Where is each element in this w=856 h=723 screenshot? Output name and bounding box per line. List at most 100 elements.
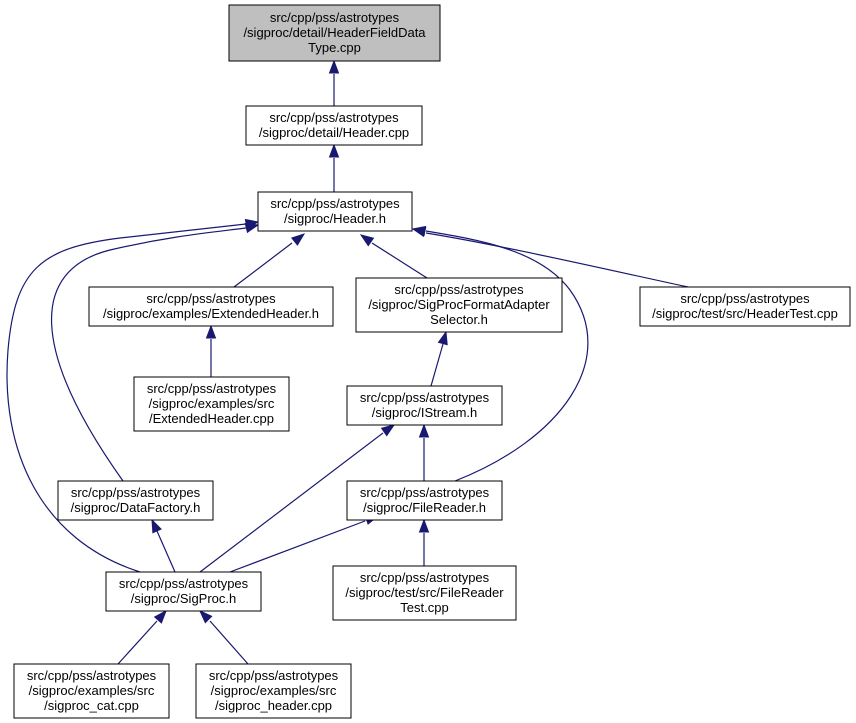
node-cat[interactable]: src/cpp/pss/astrotypes/sigproc/examples/… xyxy=(13,663,170,719)
edge-extcpp-to-exth xyxy=(205,324,217,377)
node-label-line: /sigproc_cat.cpp xyxy=(44,698,139,713)
node-box xyxy=(133,376,290,432)
node-label-line: /sigproc/detail/HeaderFieldData xyxy=(243,25,426,40)
arrowhead-icon xyxy=(153,609,167,624)
arrowhead-icon xyxy=(151,518,162,534)
node-label-line: src/cpp/pss/astrotypes xyxy=(394,282,524,297)
node-label-line: /sigproc/IStream.h xyxy=(372,405,478,420)
edge-istream-to-spfas xyxy=(430,330,448,387)
node-box xyxy=(57,480,214,521)
node-label-line: Type.cpp xyxy=(308,40,361,55)
node-label-line: src/cpp/pss/astrotypes xyxy=(269,110,399,125)
edge-layer xyxy=(6,59,689,665)
edge-hdrh-to-hdrcpp xyxy=(328,143,340,192)
arrowhead-icon xyxy=(380,424,396,437)
edge-line xyxy=(117,620,158,665)
edge-line xyxy=(199,432,384,573)
node-box xyxy=(346,480,503,521)
edge-sigproc-to-dataf xyxy=(151,518,176,573)
node-label-line: src/cpp/pss/astrotypes xyxy=(209,668,339,683)
node-box xyxy=(332,565,517,621)
edge-spfas-to-hdrh xyxy=(359,234,428,279)
node-box xyxy=(195,663,352,719)
arrowhead-icon xyxy=(290,233,306,246)
edge-freader-to-istream xyxy=(418,423,430,481)
node-label-line: src/cpp/pss/astrotypes xyxy=(146,291,276,306)
arrowhead-icon xyxy=(198,609,213,624)
node-spfas[interactable]: src/cpp/pss/astrotypes/sigproc/SigProcFo… xyxy=(355,277,563,333)
edge-frtest-to-freader xyxy=(418,518,430,566)
node-hdrh[interactable]: src/cpp/pss/astrotypes/sigproc/Header.h xyxy=(257,191,413,232)
edge-line xyxy=(51,227,247,482)
node-label-line: src/cpp/pss/astrotypes xyxy=(360,390,490,405)
arrowhead-icon xyxy=(205,324,217,339)
node-label-line: /sigproc/test/src/FileReader xyxy=(345,585,504,600)
edge-freader-to-hdrh xyxy=(411,225,589,482)
node-label-line: src/cpp/pss/astrotypes xyxy=(270,10,400,25)
edge-line xyxy=(156,530,176,573)
node-label-line: /sigproc/Header.h xyxy=(284,211,386,226)
node-label-line: /ExtendedHeader.cpp xyxy=(149,411,274,426)
node-label-line: /sigproc/DataFactory.h xyxy=(71,500,201,515)
arrowhead-icon xyxy=(328,143,340,158)
edge-line xyxy=(371,242,428,279)
node-label-line: /sigproc/SigProc.h xyxy=(131,591,237,606)
node-extcpp[interactable]: src/cpp/pss/astrotypes/sigproc/examples/… xyxy=(133,376,290,432)
edge-line xyxy=(425,230,589,482)
arrowhead-icon xyxy=(418,518,430,533)
node-label-line: src/cpp/pss/astrotypes xyxy=(360,570,490,585)
node-label-line: /sigproc/examples/ExtendedHeader.h xyxy=(103,306,319,321)
node-label-line: src/cpp/pss/astrotypes xyxy=(147,381,277,396)
arrowhead-icon xyxy=(411,225,427,237)
node-label-line: /sigproc/detail/Header.cpp xyxy=(259,125,409,140)
node-box xyxy=(355,277,563,333)
edge-sigproc-to-hdrh xyxy=(6,218,260,573)
node-box xyxy=(346,385,503,426)
node-label-line: src/cpp/pss/astrotypes xyxy=(680,291,810,306)
edge-line xyxy=(425,232,689,288)
node-label-line: src/cpp/pss/astrotypes xyxy=(270,196,400,211)
arrowhead-icon xyxy=(418,423,430,438)
arrowhead-icon xyxy=(244,218,260,230)
edge-hdrcpp-to-hfdt xyxy=(328,59,340,106)
node-label-line: src/cpp/pss/astrotypes xyxy=(71,485,201,500)
node-box xyxy=(228,4,441,62)
node-hdrtest[interactable]: src/cpp/pss/astrotypes/sigproc/test/src/… xyxy=(639,286,851,327)
node-hfdt: src/cpp/pss/astrotypes/sigproc/detail/He… xyxy=(228,4,441,62)
node-box xyxy=(257,191,413,232)
node-sigproc[interactable]: src/cpp/pss/astrotypes/sigproc/SigProc.h xyxy=(105,571,262,612)
node-istream[interactable]: src/cpp/pss/astrotypes/sigproc/IStream.h xyxy=(346,385,503,426)
edge-hdrcpp2-to-sigproc xyxy=(198,609,249,665)
edge-cat-to-sigproc xyxy=(117,609,167,665)
edge-line xyxy=(233,242,293,288)
node-hdrcpp2[interactable]: src/cpp/pss/astrotypes/sigproc/examples/… xyxy=(195,663,352,719)
edge-line xyxy=(209,620,249,665)
node-label-line: /sigproc/test/src/HeaderTest.cpp xyxy=(652,306,838,321)
node-label-line: /sigproc/SigProcFormatAdapter xyxy=(368,297,550,312)
node-label-line: /sigproc_header.cpp xyxy=(215,698,332,713)
node-label-line: Selector.h xyxy=(430,312,488,327)
node-frtest[interactable]: src/cpp/pss/astrotypes/sigproc/test/src/… xyxy=(332,565,517,621)
node-label-line: /sigproc/examples/src xyxy=(29,683,155,698)
edge-sigproc-to-freader xyxy=(229,514,380,573)
node-box xyxy=(105,571,262,612)
edge-sigproc-to-istream xyxy=(199,424,396,573)
node-box xyxy=(13,663,170,719)
node-freader[interactable]: src/cpp/pss/astrotypes/sigproc/FileReade… xyxy=(346,480,503,521)
edge-line xyxy=(430,343,444,387)
edge-dataf-to-hdrh xyxy=(51,222,260,482)
node-label-line: src/cpp/pss/astrotypes xyxy=(119,576,249,591)
node-label-line: src/cpp/pss/astrotypes xyxy=(27,668,157,683)
arrowhead-icon xyxy=(328,59,340,74)
node-label-line: Test.cpp xyxy=(400,600,448,615)
node-label-line: /sigproc/examples/src xyxy=(211,683,337,698)
node-label-line: src/cpp/pss/astrotypes xyxy=(360,485,490,500)
node-label-line: /sigproc/examples/src xyxy=(149,396,275,411)
node-dataf[interactable]: src/cpp/pss/astrotypes/sigproc/DataFacto… xyxy=(57,480,214,521)
node-hdrcpp[interactable]: src/cpp/pss/astrotypes/sigproc/detail/He… xyxy=(245,105,423,146)
node-label-line: /sigproc/FileReader.h xyxy=(363,500,486,515)
node-box xyxy=(245,105,423,146)
edge-line xyxy=(6,223,247,573)
node-exth[interactable]: src/cpp/pss/astrotypes/sigproc/examples/… xyxy=(88,286,334,327)
